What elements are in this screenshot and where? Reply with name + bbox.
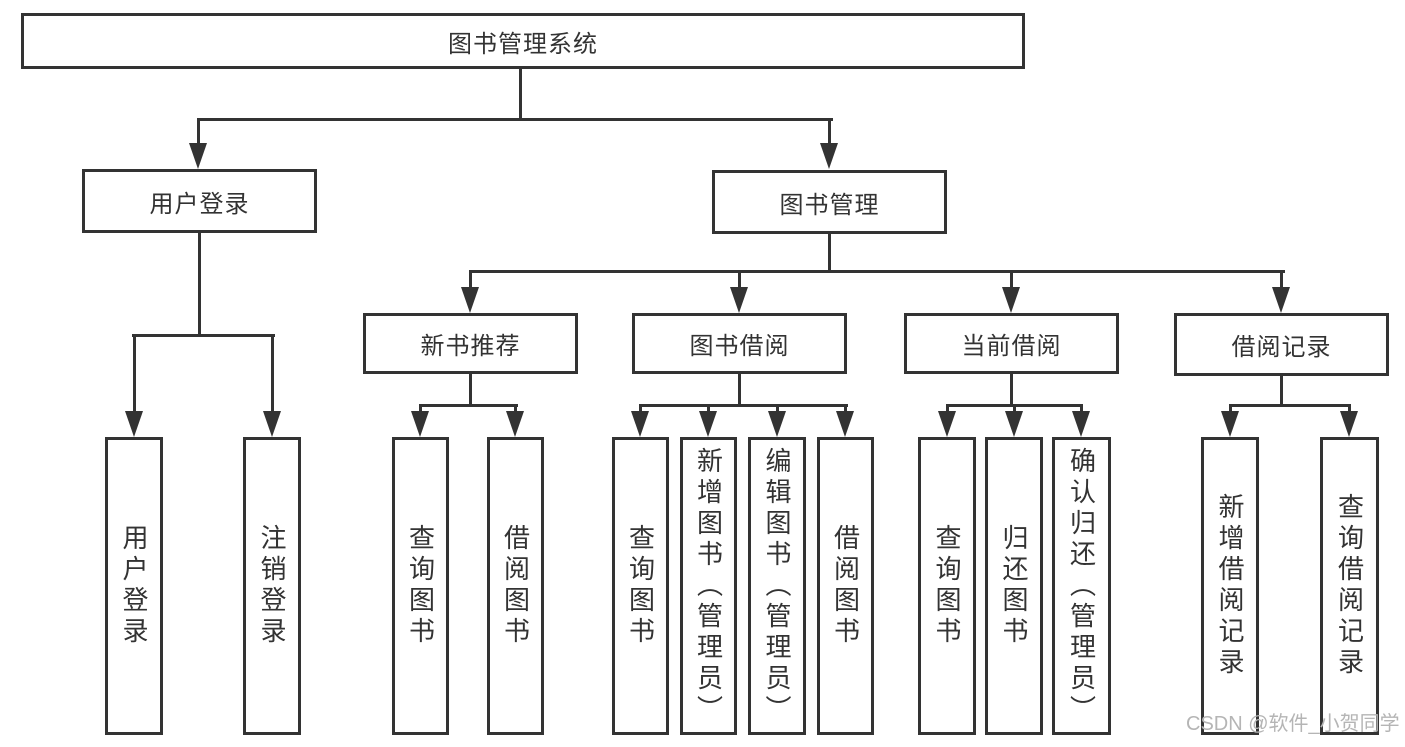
arrow-down-icon (461, 287, 479, 313)
connector-recommend-elbow (419, 404, 518, 407)
leaf-label: 查询图书 (625, 524, 656, 648)
arrow-down-icon (1340, 411, 1358, 437)
leaf-borrow-add-books-admin: 新增图书（管理员） (680, 437, 737, 735)
connector-to-leaf-user-login (133, 334, 136, 412)
connector-user-login-stem (198, 233, 201, 336)
arrow-down-icon (631, 411, 649, 437)
connector-leaf-stem (776, 404, 779, 416)
node-user-login: 用户登录 (82, 169, 317, 233)
leaf-label: 确认归还（管理员） (1066, 446, 1097, 726)
arrow-down-icon (699, 411, 717, 437)
connector-root-elbow (197, 118, 833, 121)
connector-to-current-borrow (1010, 270, 1013, 290)
leaf-label: 查询图书 (932, 524, 962, 648)
connector-borrow-stem (738, 374, 741, 406)
connector-records-elbow (1229, 404, 1351, 407)
leaf-label: 借阅图书 (830, 524, 861, 648)
connector-book-mgmt-stem (828, 234, 831, 272)
arrow-down-icon (1072, 411, 1090, 437)
arrow-down-icon (125, 411, 143, 437)
node-library-management-system: 图书管理系统 (21, 13, 1025, 69)
connector-leaf-stem (707, 404, 710, 416)
leaf-recommend-query-books: 查询图书 (392, 437, 449, 735)
arrow-down-icon (820, 143, 838, 169)
arrow-down-icon (1272, 287, 1290, 313)
connector-current-stem (1010, 374, 1013, 406)
arrow-down-icon (1221, 411, 1239, 437)
connector-leaf-stem (1080, 404, 1083, 416)
connector-to-user-login (197, 118, 200, 146)
connector-borrow-elbow (639, 404, 848, 407)
leaf-label: 注销登录 (257, 524, 287, 648)
arrow-down-icon (189, 143, 207, 169)
arrow-down-icon (768, 411, 786, 437)
connector-records-stem (1280, 376, 1283, 406)
leaf-current-query-books: 查询图书 (918, 437, 976, 735)
node-borrow-records: 借阅记录 (1174, 313, 1389, 376)
connector-to-book-management (828, 118, 831, 146)
connector-to-new-book-recommend (469, 270, 472, 290)
leaf-label: 编辑图书（管理员） (762, 446, 792, 726)
arrow-down-icon (1005, 411, 1023, 437)
connector-leaf-stem (1348, 404, 1351, 416)
leaf-label: 查询借阅记录 (1334, 493, 1365, 679)
leaf-records-add-borrow-record: 新增借阅记录 (1201, 437, 1259, 735)
leaf-label: 新增图书（管理员） (693, 446, 724, 726)
leaf-recommend-borrow-books: 借阅图书 (487, 437, 544, 735)
connector-to-book-borrow (738, 270, 741, 290)
arrow-down-icon (938, 411, 956, 437)
connector-leaf-stem (1013, 404, 1016, 416)
leaf-borrow-edit-books-admin: 编辑图书（管理员） (748, 437, 806, 735)
connector-to-borrow-records (1280, 270, 1283, 290)
connector-book-mgmt-elbow (469, 270, 1285, 273)
leaf-borrow-query-books: 查询图书 (612, 437, 669, 735)
leaf-logout-login: 注销登录 (243, 437, 301, 735)
leaf-label: 用户登录 (119, 524, 149, 648)
connector-to-leaf-logout (271, 334, 274, 412)
arrow-down-icon (411, 411, 429, 437)
node-book-management: 图书管理 (712, 170, 947, 234)
leaf-current-return-books: 归还图书 (985, 437, 1043, 735)
connector-recommend-stem (469, 374, 472, 406)
arrow-down-icon (263, 411, 281, 437)
arrow-down-icon (506, 411, 524, 437)
node-current-borrow: 当前借阅 (904, 313, 1119, 374)
arrow-down-icon (730, 287, 748, 313)
connector-leaf-stem (639, 404, 642, 416)
connector-leaf-stem (419, 404, 422, 416)
leaf-label: 归还图书 (999, 524, 1029, 648)
leaf-records-query-borrow-record: 查询借阅记录 (1320, 437, 1379, 735)
connector-leaf-stem (514, 404, 517, 416)
leaf-label: 查询图书 (405, 524, 436, 648)
connector-user-login-elbow (132, 334, 275, 337)
connector-leaf-stem (1229, 404, 1232, 416)
leaf-label: 借阅图书 (500, 524, 531, 648)
connector-root-stem (519, 69, 522, 120)
arrow-down-icon (836, 411, 854, 437)
leaf-current-confirm-return-admin: 确认归还（管理员） (1052, 437, 1111, 735)
node-book-borrow: 图书借阅 (632, 313, 847, 374)
connector-leaf-stem (946, 404, 949, 416)
node-new-book-recommend: 新书推荐 (363, 313, 578, 374)
arrow-down-icon (1002, 287, 1020, 313)
leaf-label: 新增借阅记录 (1215, 493, 1245, 679)
csdn-watermark: CSDN @软件_小贺同学 (1186, 713, 1400, 735)
leaf-user-login: 用户登录 (105, 437, 163, 735)
connector-leaf-stem (844, 404, 847, 416)
leaf-borrow-borrow-books: 借阅图书 (817, 437, 874, 735)
